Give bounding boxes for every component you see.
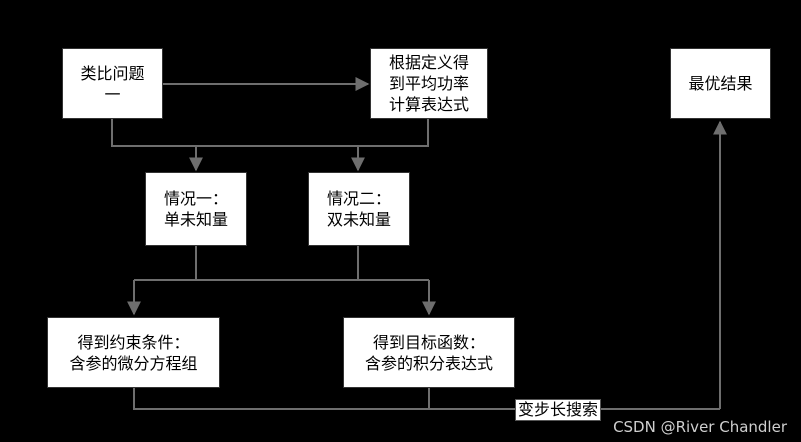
node-case-one: 情况一： 单未知量 (145, 172, 247, 246)
edge-n4-n5-merge (195, 246, 359, 281)
node-optimal-result: 最优结果 (670, 48, 771, 119)
node-constraint-conditions: 得到约束条件： 含参的微分方程组 (47, 317, 220, 388)
node-average-power-expression: 根据定义得 到平均功率 计算表达式 (370, 48, 488, 119)
node-case-two: 情况二： 双未知量 (308, 172, 410, 246)
edge-n6-bottom (133, 388, 720, 410)
edge-label-variable-step-search: 变步长搜索 (515, 399, 602, 421)
watermark-text: CSDN @River Chandler (613, 418, 787, 436)
node-objective-function: 得到目标函数： 含参的积分表达式 (343, 317, 515, 388)
edge-n1-merge (111, 119, 429, 147)
node-analogy-problem: 类比问题 一 (62, 48, 163, 119)
